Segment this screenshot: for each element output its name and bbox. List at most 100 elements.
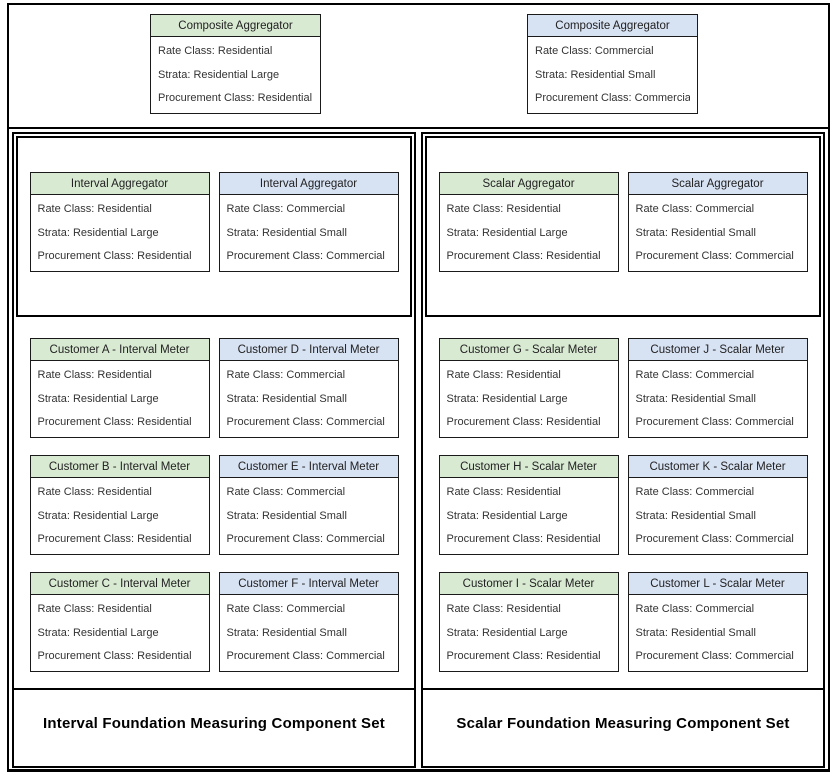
- scalar-aggregator-card-residential: Scalar Aggregator Rate Class: Residentia…: [438, 172, 619, 272]
- card-body: Rate Class: Residential Strata: Resident…: [440, 195, 618, 262]
- card-body: Rate Class: Commercial Strata: Residenti…: [220, 361, 398, 428]
- card-title: Composite Aggregator: [151, 15, 320, 37]
- card-field-strata: Strata: Residential Small: [535, 68, 656, 81]
- card-field-procurement-class: Procurement Class: Residential: [446, 250, 601, 262]
- card-body: Rate Class: Commercial Strata: Residenti…: [528, 37, 697, 104]
- scalar-foundation-set-panel: Scalar Aggregator Rate Class: Residentia…: [421, 132, 825, 768]
- interval-aggregator-card-residential: Interval Aggregator Rate Class: Resident…: [29, 172, 210, 272]
- card-title: Customer L - Scalar Meter: [628, 573, 807, 595]
- card-field-procurement-class: Procurement Class: Residential: [446, 650, 601, 662]
- set-label: Interval Foundation Measuring Component …: [43, 714, 385, 732]
- customer-meter-card-h: Customer H - Scalar Meter Rate Class: Re…: [438, 455, 619, 555]
- card-body: Rate Class: Commercial Strata: Residenti…: [629, 195, 807, 262]
- card-title: Customer E - Interval Meter: [219, 456, 398, 478]
- card-field-strata: Strata: Residential Small: [226, 626, 347, 639]
- interval-aggregator-group-box: Interval Aggregator Rate Class: Resident…: [16, 136, 412, 317]
- card-field-rate-class: Rate Class: Residential: [446, 603, 561, 615]
- card-field-strata: Strata: Residential Large: [37, 509, 159, 522]
- card-field-strata: Strata: Residential Large: [37, 226, 159, 239]
- set-label: Scalar Foundation Measuring Component Se…: [456, 714, 790, 732]
- card-body: Rate Class: Commercial Strata: Residenti…: [220, 478, 398, 545]
- customer-meter-card-d: Customer D - Interval Meter Rate Class: …: [218, 338, 399, 438]
- customer-row: Customer C - Interval Meter Rate Class: …: [14, 572, 414, 672]
- diagram-frame: Composite Aggregator Rate Class: Residen…: [7, 3, 830, 772]
- card-field-procurement-class: Procurement Class: Residential: [37, 250, 192, 262]
- customer-meter-card-e: Customer E - Interval Meter Rate Class: …: [218, 455, 399, 555]
- card-field-strata: Strata: Residential Small: [226, 392, 347, 405]
- card-field-strata: Strata: Residential Small: [635, 626, 756, 639]
- customer-row: Customer I - Scalar Meter Rate Class: Re…: [423, 572, 823, 672]
- customer-row: Customer A - Interval Meter Rate Class: …: [14, 338, 414, 438]
- card-title: Interval Aggregator: [219, 173, 398, 195]
- card-field-procurement-class: Procurement Class: Commercial: [635, 250, 794, 262]
- set-label-zone: Interval Foundation Measuring Component …: [14, 688, 414, 766]
- card-field-strata: Strata: Residential Small: [635, 226, 756, 239]
- card-field-rate-class: Rate Class: Residential: [446, 486, 561, 498]
- composite-aggregator-card-commercial: Composite Aggregator Rate Class: Commerc…: [527, 14, 698, 114]
- card-field-procurement-class: Procurement Class: Commercial: [535, 92, 690, 104]
- card-field-strata: Strata: Residential Large: [446, 392, 568, 405]
- card-field-rate-class: Rate Class: Residential: [37, 603, 152, 615]
- interval-foundation-set-panel: Interval Aggregator Rate Class: Resident…: [12, 132, 416, 768]
- card-field-rate-class: Rate Class: Commercial: [535, 45, 654, 57]
- card-title: Customer I - Scalar Meter: [439, 573, 618, 595]
- card-title: Scalar Aggregator: [628, 173, 807, 195]
- customer-meter-card-k: Customer K - Scalar Meter Rate Class: Co…: [627, 455, 808, 555]
- card-title: Interval Aggregator: [30, 173, 209, 195]
- card-body: Rate Class: Residential Strata: Resident…: [440, 361, 618, 428]
- card-field-rate-class: Rate Class: Residential: [446, 369, 561, 381]
- card-body: Rate Class: Residential Strata: Resident…: [440, 595, 618, 662]
- card-field-procurement-class: Procurement Class: Commercial: [635, 533, 794, 545]
- card-field-strata: Strata: Residential Small: [635, 392, 756, 405]
- card-field-strata: Strata: Residential Large: [37, 626, 159, 639]
- card-field-rate-class: Rate Class: Residential: [446, 203, 561, 215]
- card-field-strata: Strata: Residential Small: [635, 509, 756, 522]
- scalar-aggregator-group-box: Scalar Aggregator Rate Class: Residentia…: [425, 136, 821, 317]
- card-field-strata: Strata: Residential Large: [158, 68, 280, 81]
- card-body: Rate Class: Commercial Strata: Residenti…: [220, 195, 398, 262]
- card-body: Rate Class: Commercial Strata: Residenti…: [629, 478, 807, 545]
- card-body: Rate Class: Residential Strata: Resident…: [31, 195, 209, 262]
- customer-meter-card-f: Customer F - Interval Meter Rate Class: …: [218, 572, 399, 672]
- card-title: Composite Aggregator: [528, 15, 697, 37]
- card-title: Scalar Aggregator: [439, 173, 618, 195]
- customer-meter-card-i: Customer I - Scalar Meter Rate Class: Re…: [438, 572, 619, 672]
- customer-meter-card-j: Customer J - Scalar Meter Rate Class: Co…: [627, 338, 808, 438]
- interval-aggregator-card-commercial: Interval Aggregator Rate Class: Commerci…: [218, 172, 399, 272]
- card-field-procurement-class: Procurement Class: Residential: [446, 416, 601, 428]
- card-field-rate-class: Rate Class: Commercial: [635, 203, 755, 215]
- card-title: Customer C - Interval Meter: [30, 573, 209, 595]
- card-title: Customer F - Interval Meter: [219, 573, 398, 595]
- card-field-procurement-class: Procurement Class: Residential: [158, 92, 313, 104]
- card-field-strata: Strata: Residential Small: [226, 509, 347, 522]
- card-field-rate-class: Rate Class: Commercial: [635, 603, 755, 615]
- card-field-rate-class: Rate Class: Residential: [37, 203, 152, 215]
- card-field-rate-class: Rate Class: Commercial: [226, 203, 346, 215]
- card-field-strata: Strata: Residential Large: [446, 226, 568, 239]
- card-field-procurement-class: Procurement Class: Residential: [37, 416, 192, 428]
- card-body: Rate Class: Commercial Strata: Residenti…: [629, 361, 807, 428]
- card-field-procurement-class: Procurement Class: Residential: [446, 533, 601, 545]
- composite-aggregator-card-residential: Composite Aggregator Rate Class: Residen…: [150, 14, 321, 114]
- card-title: Customer D - Interval Meter: [219, 339, 398, 361]
- card-field-rate-class: Rate Class: Residential: [37, 369, 152, 381]
- card-field-strata: Strata: Residential Small: [226, 226, 347, 239]
- card-body: Rate Class: Residential Strata: Resident…: [151, 37, 320, 104]
- card-body: Rate Class: Commercial Strata: Residenti…: [220, 595, 398, 662]
- card-title: Customer B - Interval Meter: [30, 456, 209, 478]
- composite-aggregator-band: Composite Aggregator Rate Class: Residen…: [9, 5, 828, 129]
- card-field-strata: Strata: Residential Large: [37, 392, 159, 405]
- customer-row: Customer G - Scalar Meter Rate Class: Re…: [423, 338, 823, 438]
- card-body: Rate Class: Residential Strata: Resident…: [31, 478, 209, 545]
- card-field-strata: Strata: Residential Large: [446, 626, 568, 639]
- card-field-rate-class: Rate Class: Commercial: [226, 369, 346, 381]
- card-body: Rate Class: Residential Strata: Resident…: [31, 595, 209, 662]
- card-field-strata: Strata: Residential Large: [446, 509, 568, 522]
- customer-meter-card-l: Customer L - Scalar Meter Rate Class: Co…: [627, 572, 808, 672]
- card-field-rate-class: Rate Class: Residential: [37, 486, 152, 498]
- set-label-zone: Scalar Foundation Measuring Component Se…: [423, 688, 823, 766]
- customer-meter-card-a: Customer A - Interval Meter Rate Class: …: [29, 338, 210, 438]
- card-field-procurement-class: Procurement Class: Residential: [37, 650, 192, 662]
- card-field-rate-class: Rate Class: Commercial: [226, 486, 346, 498]
- card-field-rate-class: Rate Class: Commercial: [635, 486, 755, 498]
